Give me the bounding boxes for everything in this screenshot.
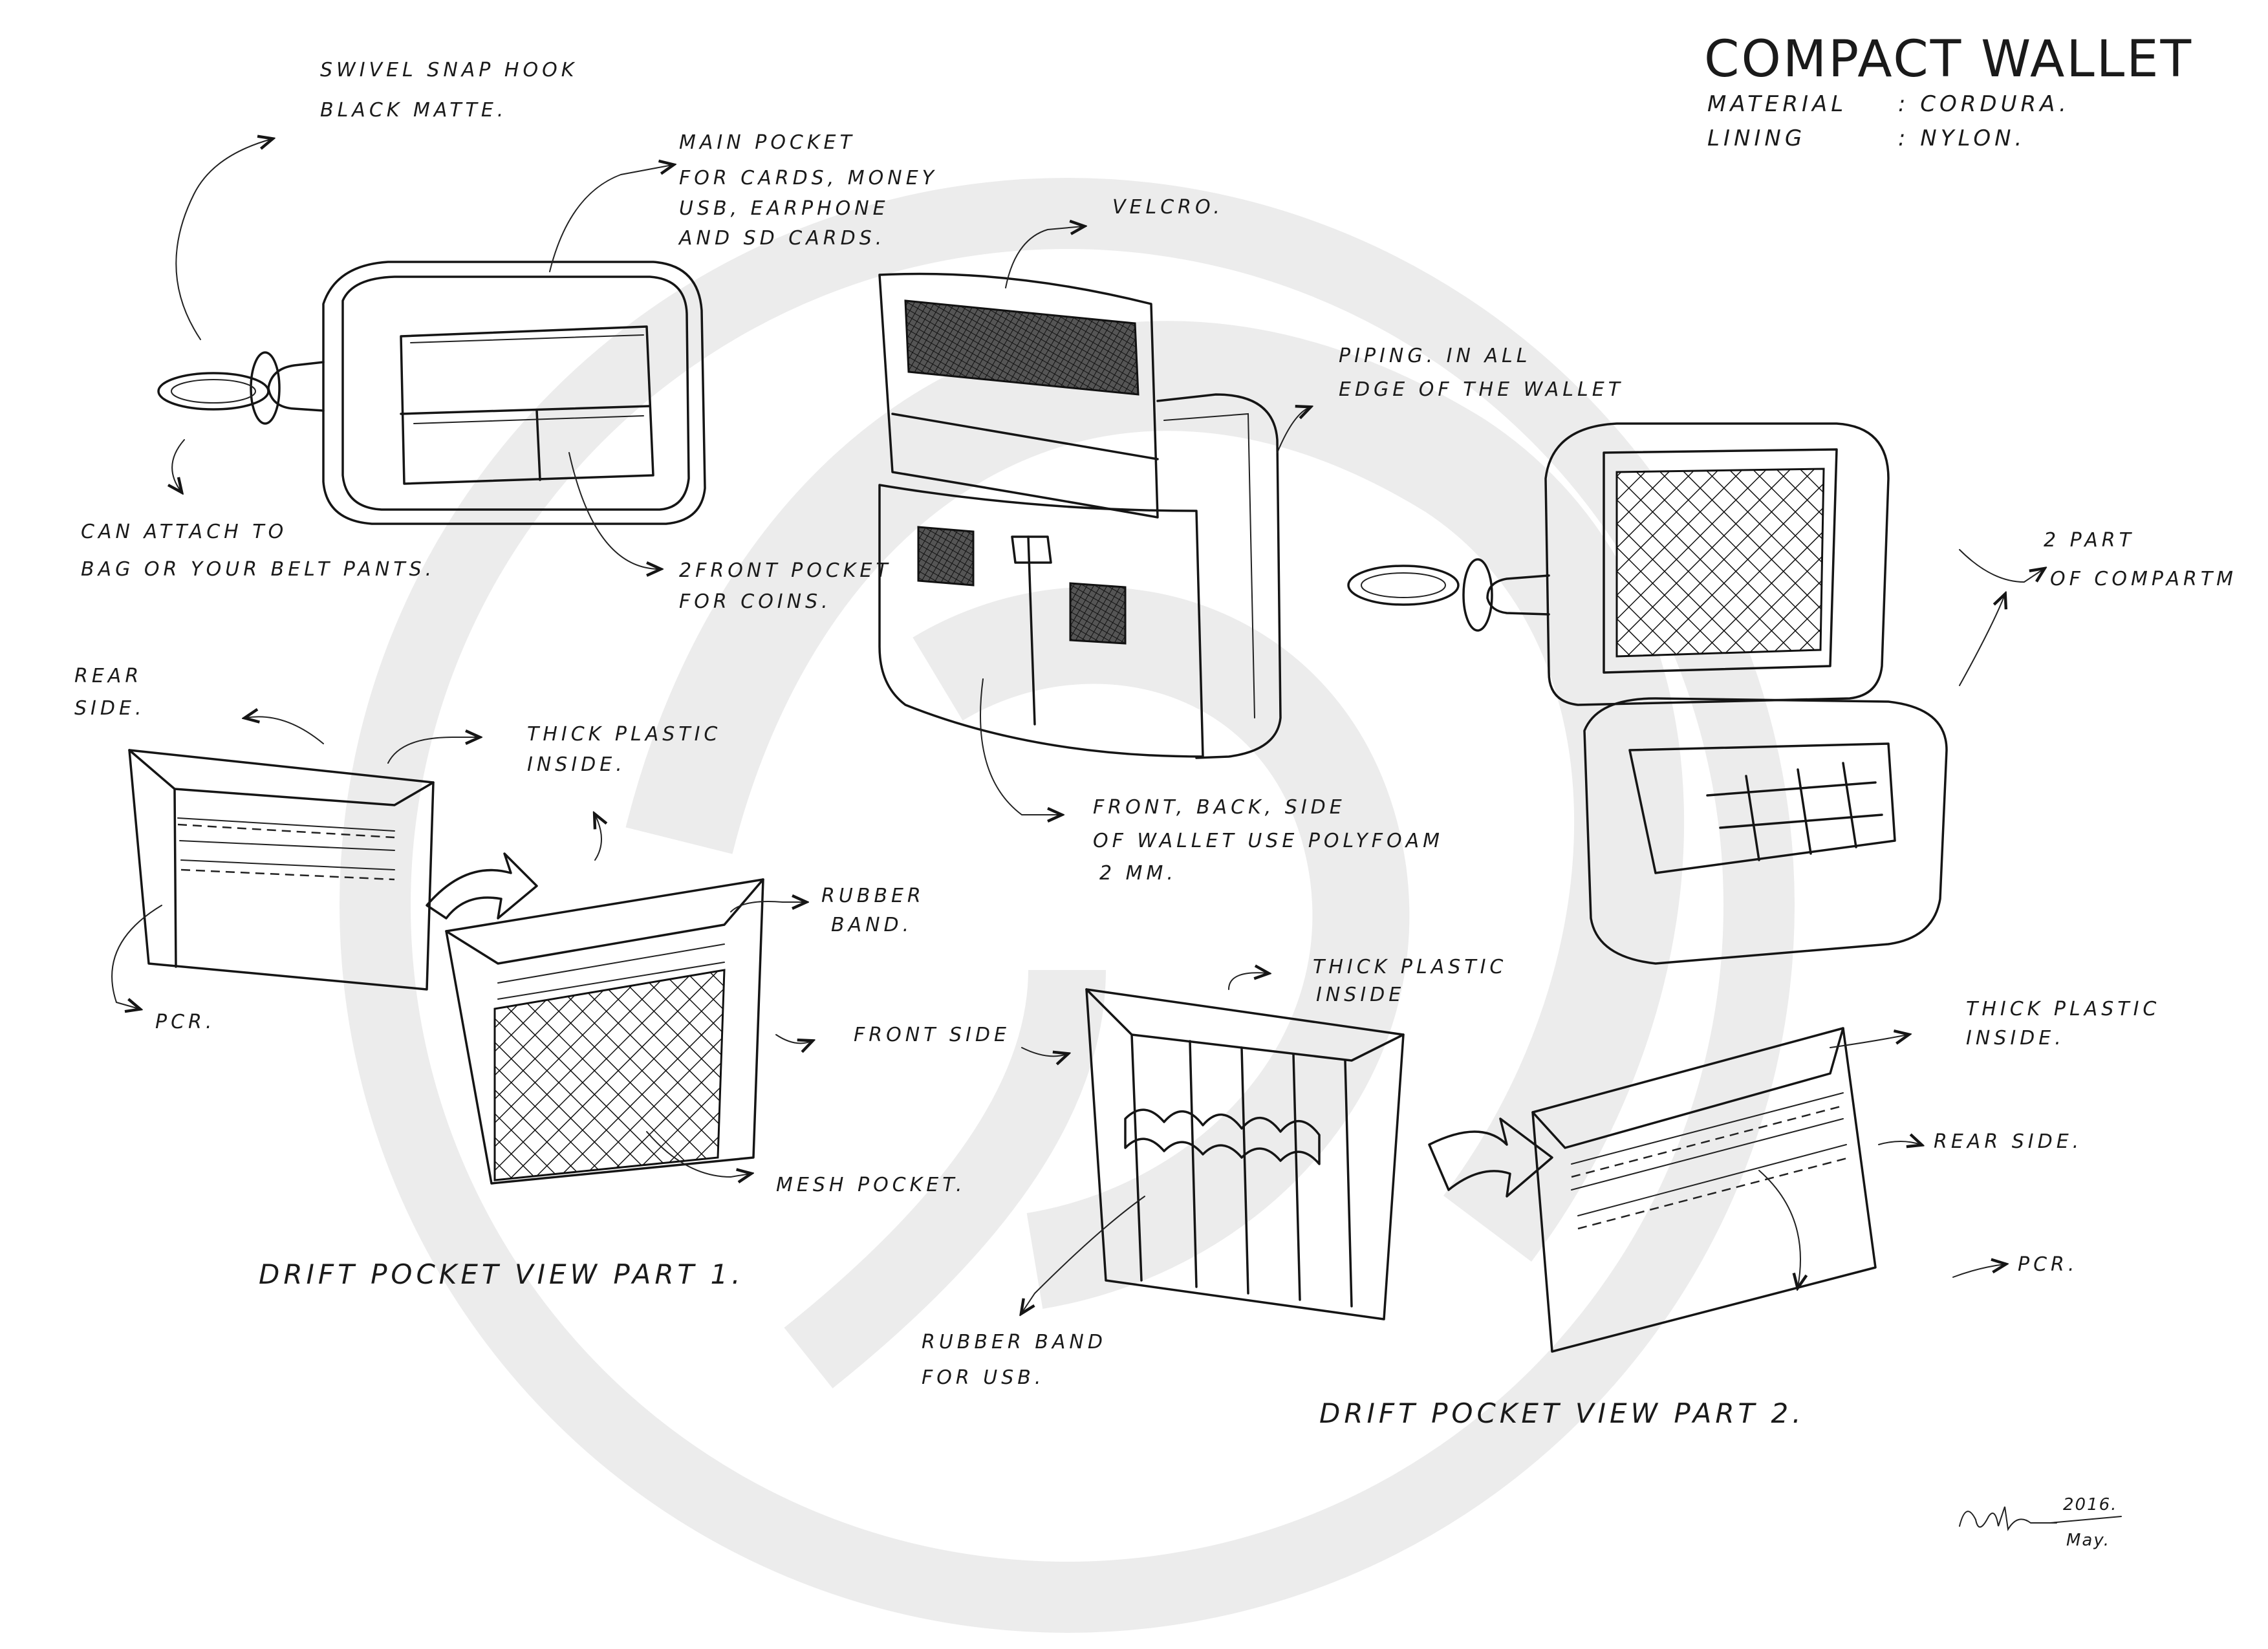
- flap-wallet-sketch: [878, 272, 1282, 759]
- note-rubber-band-line1: RUBBER: [821, 885, 925, 907]
- note-swivel-line1: SWIVEL SNAP HOOK: [320, 59, 578, 81]
- note-thick-plastic-right-line2: INSIDE.: [1966, 1027, 2065, 1050]
- leader-lines: [111, 139, 2044, 1313]
- spec-lining-value: : NYLON.: [1898, 125, 2025, 151]
- note-rear-side-right: REAR SIDE.: [1934, 1130, 2082, 1153]
- note-attach-line2: BAG OR YOUR BELT PANTS.: [81, 558, 435, 581]
- note-thick-plastic-mid-line2: INSIDE: [1316, 984, 1405, 1006]
- signature-month: May.: [2066, 1531, 2110, 1550]
- watermark-logo: [340, 178, 1795, 1633]
- note-rubber-usb-line2: FOR USB.: [922, 1366, 1044, 1389]
- note-polyfoam-line1: FRONT, BACK, SIDE: [1093, 796, 1346, 819]
- spec-lining-label: LINING: [1707, 125, 1806, 151]
- note-piping-line2: EDGE OF THE WALLET: [1339, 378, 1624, 401]
- note-rubber-band-line2: BAND.: [831, 914, 913, 936]
- note-polyfoam-line3: 2 MM.: [1099, 862, 1177, 885]
- note-main-pocket-line2: FOR CARDS, MONEY: [679, 167, 938, 189]
- note-compartment-line2: OF COMPARTM: [2050, 568, 2237, 590]
- note-front-pocket-line1: 2FRONT POCKET: [679, 559, 892, 582]
- closed-wallet-sketch: [157, 261, 706, 525]
- note-mesh-pocket: MESH POCKET.: [776, 1174, 966, 1196]
- note-polyfoam-line2: OF WALLET USE POLYFOAM: [1093, 830, 1443, 852]
- note-front-side: FRONT SIDE: [854, 1024, 1010, 1046]
- note-thick-plastic-mid-line1: THICK PLASTIC: [1313, 956, 1507, 978]
- note-main-pocket-line4: AND SD CARDS.: [678, 227, 885, 250]
- note-thick-plastic-left-line1: THICK PLASTIC: [527, 723, 721, 746]
- spec-material-label: MATERIAL: [1707, 91, 1847, 117]
- note-rear-side-left-line2: SIDE.: [74, 697, 145, 720]
- open-wallet-sketch: [1347, 422, 1948, 965]
- note-rubber-usb-line1: RUBBER BAND: [922, 1331, 1107, 1353]
- note-thick-plastic-left-line2: INSIDE.: [527, 753, 626, 776]
- title: COMPACT WALLET: [1704, 30, 2193, 89]
- note-pcr-right: PCR.: [2018, 1253, 2078, 1276]
- caption-part2: DRIFT POCKET VIEW PART 2.: [1319, 1397, 1805, 1429]
- note-pcr-left: PCR.: [155, 1011, 215, 1033]
- signature-year: 2016.: [2063, 1495, 2117, 1514]
- caption-part1: DRIFT POCKET VIEW PART 1.: [259, 1258, 744, 1290]
- note-front-pocket-line2: FOR COINS.: [679, 590, 832, 613]
- note-main-pocket-line3: USB, EARPHONE: [679, 197, 889, 220]
- spec-material-value: : CORDURA.: [1898, 91, 2070, 117]
- note-rear-side-left-line1: REAR: [74, 665, 142, 687]
- signature: 2016. May.: [1959, 1495, 2122, 1550]
- note-thick-plastic-right-line1: THICK PLASTIC: [1966, 998, 2160, 1020]
- note-compartment-line1: 2 PART: [2044, 529, 2135, 552]
- note-piping-line1: PIPING. IN ALL: [1339, 345, 1531, 367]
- note-main-pocket-line1: MAIN POCKET: [679, 131, 856, 154]
- drift-pocket-part2-sketch: [1085, 988, 1877, 1353]
- note-attach-line1: CAN ATTACH TO: [81, 521, 287, 543]
- note-swivel-line2: BLACK MATTE.: [320, 99, 507, 122]
- note-velcro: VELCRO.: [1112, 196, 1224, 219]
- drift-pocket-part1-sketch: [128, 749, 764, 1185]
